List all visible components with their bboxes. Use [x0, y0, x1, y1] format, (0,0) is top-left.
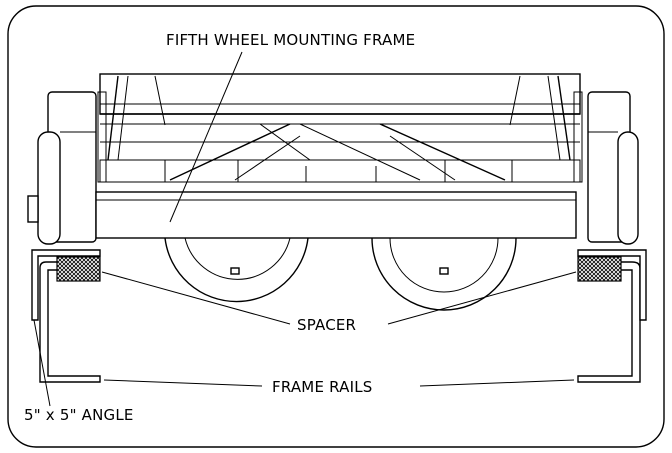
leader-lines: [33, 51, 577, 407]
left-wheel: [164, 237, 309, 303]
cross-beam: [99, 159, 581, 183]
structure-lines: [99, 75, 581, 183]
left-bracket: [27, 91, 107, 245]
upper-plate: [99, 73, 581, 143]
outer-border: [7, 5, 665, 448]
label-mounting-frame: FIFTH WHEEL MOUNTING FRAME: [166, 31, 415, 49]
right-wheel: [371, 237, 517, 311]
left-frame-rail: [31, 249, 101, 383]
label-spacer: SPACER: [297, 316, 356, 334]
right-frame-rail: [577, 249, 647, 383]
mounting-frame-beam: [95, 191, 577, 239]
angle-bracket: [31, 249, 101, 321]
label-frame-rails: FRAME RAILS: [272, 378, 372, 396]
left-spacer: [56, 256, 101, 282]
label-angle: 5" x 5" ANGLE: [24, 406, 134, 424]
right-bracket: [573, 91, 639, 245]
right-spacer: [577, 256, 622, 282]
